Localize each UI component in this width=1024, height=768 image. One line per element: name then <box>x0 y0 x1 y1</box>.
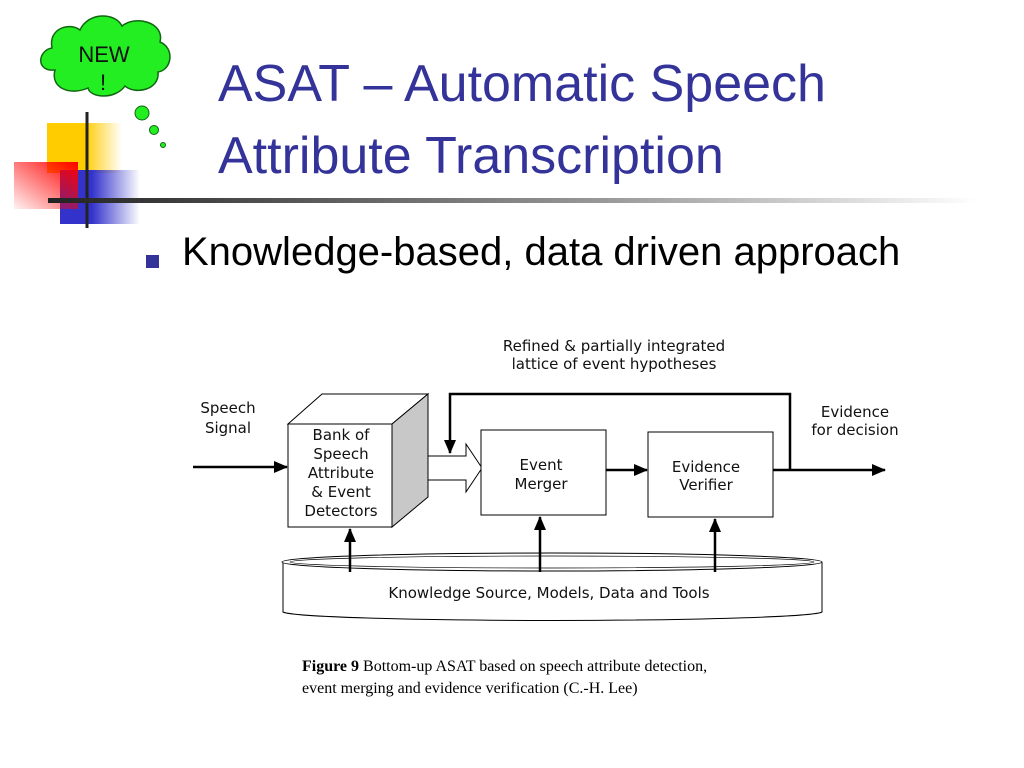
output-label: Evidence for decision <box>811 403 898 439</box>
title-line-1: ASAT – Automatic Speech <box>218 55 826 113</box>
svg-text:lattice of event hypotheses: lattice of event hypotheses <box>512 355 717 373</box>
badge-new: NEW <box>78 42 130 67</box>
svg-text:Bank of: Bank of <box>313 426 371 444</box>
svg-text:Verifier: Verifier <box>679 476 733 494</box>
bullet-icon <box>146 255 159 268</box>
slide-title: ASAT – Automatic Speech Attribute Transc… <box>218 48 826 192</box>
svg-text:Knowledge Source, Models, Data: Knowledge Source, Models, Data and Tools <box>388 584 709 602</box>
detector-cube: Bank of Speech Attribute & Event Detecto… <box>286 392 430 529</box>
svg-text:Evidence: Evidence <box>821 403 889 421</box>
bullet-text: Knowledge-based, data driven approach <box>182 230 901 274</box>
lattice-hollow-arrow <box>427 442 483 494</box>
caption-line-2: event merging and evidence verification … <box>302 680 638 697</box>
input-label: Speech Signal <box>200 399 255 437</box>
feedback-label: Refined & partially integrated lattice o… <box>503 337 725 373</box>
figure-caption: Figure 9 Bottom-up ASAT based on speech … <box>302 656 707 700</box>
event-merger-box: Event Merger <box>480 429 607 516</box>
caption-label: Figure 9 <box>302 658 360 675</box>
caption-text: Bottom-up ASAT based on speech attribute… <box>359 658 708 675</box>
svg-text:Merger: Merger <box>515 475 569 493</box>
svg-text:for decision: for decision <box>811 421 898 439</box>
svg-text:Signal: Signal <box>205 419 251 437</box>
feedback-arrow <box>444 392 792 470</box>
svg-text:Event: Event <box>520 456 563 474</box>
svg-text:Attribute: Attribute <box>308 464 374 482</box>
svg-text:Speech: Speech <box>200 399 255 417</box>
svg-text:Evidence: Evidence <box>672 458 740 476</box>
knowledge-source-cylinder: Knowledge Source, Models, Data and Tools <box>281 552 823 621</box>
svg-text:& Event: & Event <box>311 483 371 501</box>
svg-text:Speech: Speech <box>313 445 368 463</box>
title-divider <box>48 198 978 203</box>
slide-logo-decoration: NEW ! <box>14 15 171 228</box>
svg-text:Refined & partially integrated: Refined & partially integrated <box>503 337 725 355</box>
new-cloud-icon <box>40 15 171 148</box>
title-line-2: Attribute Transcription <box>218 127 724 185</box>
svg-text:Detectors: Detectors <box>304 502 377 520</box>
evidence-verifier-box: Evidence Verifier <box>647 431 774 518</box>
badge-exclaim: ! <box>100 70 106 95</box>
